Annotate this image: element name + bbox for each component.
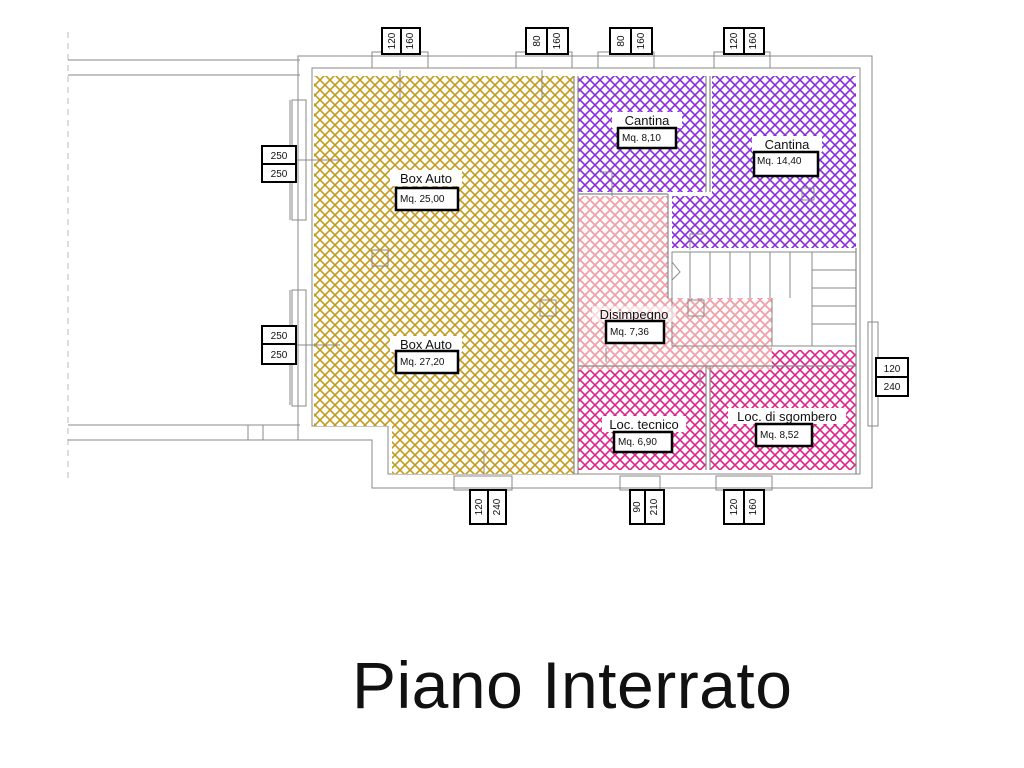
area-label: Mq. 8,10 bbox=[622, 133, 661, 144]
door-swings bbox=[290, 70, 706, 474]
opening-tag-top-4: 120 160 bbox=[723, 27, 765, 55]
svg-text:160: 160 bbox=[748, 498, 759, 515]
opening-tag-top-1: 120 160 bbox=[381, 27, 421, 55]
garage-area bbox=[314, 76, 574, 474]
svg-text:120: 120 bbox=[729, 498, 740, 515]
svg-text:250: 250 bbox=[271, 151, 288, 162]
column-mark bbox=[371, 249, 389, 267]
svg-text:Box Auto: Box Auto bbox=[400, 337, 452, 352]
area-label: Mq. 7,36 bbox=[610, 327, 649, 338]
svg-text:Loc. tecnico: Loc. tecnico bbox=[609, 417, 678, 432]
room-label-loc-tecnico: Loc. tecnico Mq. 6,90 bbox=[602, 416, 686, 454]
svg-text:210: 210 bbox=[649, 498, 660, 515]
svg-text:80: 80 bbox=[616, 35, 627, 47]
area-label: Mq. 6,90 bbox=[618, 437, 657, 448]
column-mark bbox=[687, 299, 705, 317]
svg-text:Loc. di sgombero: Loc. di sgombero bbox=[737, 409, 837, 424]
svg-text:Disimpegno: Disimpegno bbox=[600, 307, 669, 322]
opening-tag-top-2: 80 160 bbox=[525, 27, 569, 55]
driveway-walls bbox=[68, 59, 300, 441]
svg-text:Cantina: Cantina bbox=[765, 137, 811, 152]
opening-tag-top-3: 80 160 bbox=[609, 27, 653, 55]
opening-tag-bottom-1: 120 240 bbox=[469, 489, 507, 525]
staircase bbox=[671, 251, 857, 347]
area-label: Mq. 8,52 bbox=[760, 430, 799, 441]
svg-text:160: 160 bbox=[552, 32, 563, 49]
area-label: Mq. 25,00 bbox=[400, 194, 445, 205]
svg-text:120: 120 bbox=[387, 32, 398, 49]
interior-walls bbox=[573, 76, 857, 474]
column-mark bbox=[801, 187, 815, 201]
opening-tag-left-1: 250 250 bbox=[261, 145, 297, 183]
svg-text:Box Auto: Box Auto bbox=[400, 171, 452, 186]
column-mark bbox=[539, 299, 557, 317]
room-label-box-auto-1: Box Auto Mq. 25,00 bbox=[390, 170, 462, 212]
room-label-loc-sgombero: Loc. di sgombero Mq. 8,52 bbox=[728, 408, 846, 448]
svg-text:Cantina: Cantina bbox=[625, 113, 671, 128]
room-label-box-auto-2: Box Auto Mq. 27,20 bbox=[390, 336, 462, 375]
opening-tag-right-1: 120 240 bbox=[875, 357, 909, 397]
svg-text:240: 240 bbox=[492, 498, 503, 515]
opening-tag-bottom-2: 90 210 bbox=[629, 489, 665, 525]
svg-text:90: 90 bbox=[632, 501, 643, 513]
svg-text:80: 80 bbox=[532, 35, 543, 47]
area-label: Mq. 14,40 bbox=[757, 156, 802, 167]
opening-tag-left-2: 250 250 bbox=[261, 325, 297, 365]
svg-text:250: 250 bbox=[271, 350, 288, 361]
svg-text:250: 250 bbox=[271, 331, 288, 342]
svg-text:240: 240 bbox=[884, 382, 901, 393]
room-label-cantina-1: Cantina Mq. 8,10 bbox=[612, 112, 682, 150]
outer-walls bbox=[289, 55, 873, 489]
svg-text:160: 160 bbox=[405, 32, 416, 49]
area-label: Mq. 27,20 bbox=[400, 357, 445, 368]
svg-text:160: 160 bbox=[748, 32, 759, 49]
svg-text:120: 120 bbox=[884, 364, 901, 375]
svg-text:250: 250 bbox=[271, 169, 288, 180]
opening-tag-bottom-3: 120 160 bbox=[723, 489, 765, 525]
room-label-disimpegno: Disimpegno Mq. 7,36 bbox=[592, 306, 676, 345]
svg-text:120: 120 bbox=[474, 498, 485, 515]
room-label-cantina-2: Cantina Mq. 14,40 bbox=[752, 136, 822, 178]
page-title: Piano Interrato bbox=[352, 648, 793, 722]
svg-text:120: 120 bbox=[729, 32, 740, 49]
svg-text:160: 160 bbox=[636, 32, 647, 49]
